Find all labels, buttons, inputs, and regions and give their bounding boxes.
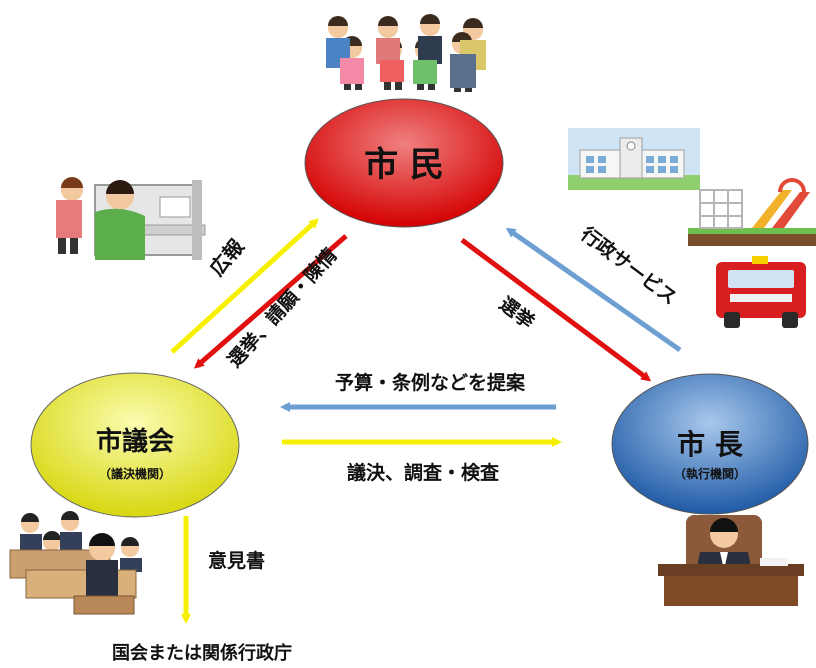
arrow-public-relations [170, 218, 319, 354]
label-admin-services: 行政サービス [576, 222, 682, 310]
council-subtitle: （議決機関） [99, 466, 171, 481]
mayor-subtitle: （執行機関） [674, 466, 746, 481]
voting-booth-icon [56, 177, 206, 260]
arrow-election-petition [193, 234, 348, 369]
council-node: 市議会 （議決機関） [30, 372, 240, 518]
council-title: 市議会 [96, 426, 174, 457]
school-building-icon [568, 128, 700, 190]
label-budget-proposal: 予算・条例などを提案 [335, 371, 526, 394]
mayor-at-desk-icon [658, 515, 804, 606]
label-public-relations: 広報 [205, 234, 250, 281]
label-opinion: 意見書 [208, 549, 265, 572]
playground-icon [688, 178, 816, 246]
mayor-node: 市 長 （執行機関） [611, 373, 809, 515]
label-destination: 国会または関係行政庁 [112, 642, 292, 664]
crowd-of-citizens-icon [326, 14, 486, 92]
citizens-title: 市 民 [364, 145, 444, 185]
label-election-petition: 選挙、請願・陳情 [223, 243, 342, 371]
council-members-icon [9, 511, 142, 615]
citizens-node: 市 民 [304, 98, 504, 228]
fire-truck-icon [716, 256, 806, 328]
arrow-admin-services [505, 227, 682, 353]
label-election-mayor: 選挙 [495, 292, 540, 334]
mayor-title: 市 長 [677, 428, 744, 461]
arrow-election-mayor [460, 237, 652, 382]
label-resolution-audit: 議決、調査・検査 [347, 461, 500, 484]
